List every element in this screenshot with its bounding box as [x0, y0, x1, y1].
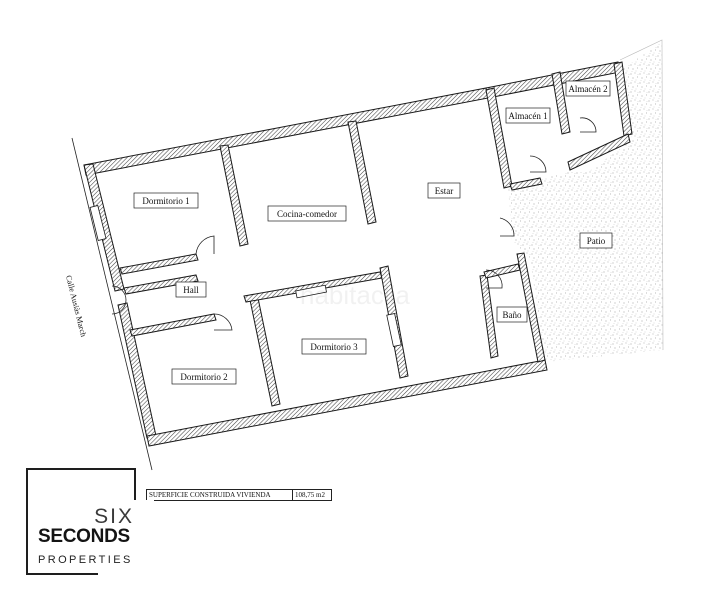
logo-frame-gap: [98, 500, 154, 576]
windows: [89, 205, 402, 347]
watermark: habitaclia: [300, 280, 410, 310]
street-line: [71, 137, 153, 471]
label-dormitorio-3: Dormitorio 3: [310, 342, 358, 352]
street-name: Calle Ausiàs March: [64, 274, 88, 337]
logo-properties-text: PROPERTIES: [38, 554, 133, 566]
room-labels: Dormitorio 1 Cocina-comedor Estar Almacé…: [133, 80, 613, 385]
area-value: 108,75 m2: [295, 491, 325, 499]
label-dormitorio-2: Dormitorio 2: [180, 372, 227, 382]
patio-boundary: [619, 39, 664, 351]
label-bano: Baño: [503, 310, 522, 320]
label-box-dormitorio-3: [301, 338, 367, 355]
label-box-hall: [175, 281, 207, 298]
label-box-cocina: [267, 205, 347, 222]
patio-area: [508, 42, 663, 362]
label-almacen-2: Almacén 2: [568, 84, 607, 94]
company-logo: SIX SECONDS PROPERTIES: [26, 468, 154, 576]
label-almacen-1: Almacén 1: [508, 111, 547, 121]
area-summary: SUPERFICIE CONSTRUIDA VIVIENDA 108,75 m2: [146, 489, 332, 501]
area-label: SUPERFICIE CONSTRUIDA VIVIENDA: [147, 490, 293, 500]
label-dormitorio-1: Dormitorio 1: [142, 196, 189, 206]
label-box-dormitorio-1: [133, 192, 199, 209]
label-box-estar: [427, 182, 461, 199]
label-patio: Patio: [587, 236, 606, 246]
door-swings: [111, 117, 597, 331]
logo-six-text: SIX: [94, 505, 134, 528]
label-cocina-comedor: Cocina-comedor: [277, 209, 337, 219]
label-box-dormitorio-2: [171, 368, 237, 385]
label-hall: Hall: [183, 285, 199, 295]
label-estar: Estar: [435, 186, 454, 196]
label-box-almacen-2: [565, 80, 611, 97]
label-box-almacen-1: [505, 107, 551, 124]
logo-seconds-text: SECONDS: [38, 526, 130, 547]
label-box-patio: [579, 232, 613, 249]
label-box-bano: [496, 306, 528, 323]
